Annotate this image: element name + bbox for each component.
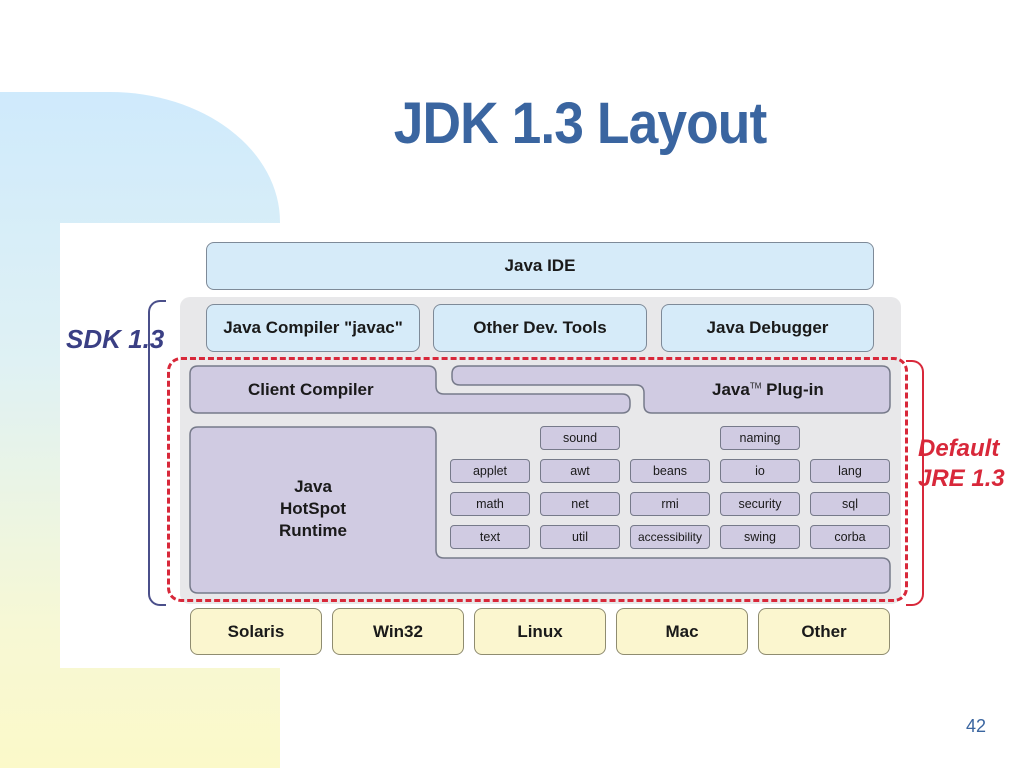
client-compiler-label: Client Compiler xyxy=(248,380,374,399)
jre-label: Default JRE 1.3 xyxy=(918,434,1005,494)
hotspot-line-3: Runtime xyxy=(279,521,347,540)
package-lang: lang xyxy=(810,459,890,483)
plugin-label: JavaTM Plug-in xyxy=(712,380,824,400)
package-net: net xyxy=(540,492,620,516)
package-applet: applet xyxy=(450,459,530,483)
trademark-mark: TM xyxy=(749,381,762,391)
hotspot-runtime-shape xyxy=(189,426,891,594)
hotspot-line-2: HotSpot xyxy=(279,499,347,518)
platform-solaris: Solaris xyxy=(190,608,322,655)
platform-mac: Mac xyxy=(616,608,748,655)
other-dev-tools-box: Other Dev. Tools xyxy=(433,304,647,352)
package-swing: swing xyxy=(720,525,800,549)
java-debugger-box: Java Debugger xyxy=(661,304,874,352)
java-ide-box: Java IDE xyxy=(206,242,874,290)
jre-boundary xyxy=(167,357,908,602)
sdk-bracket xyxy=(148,300,166,606)
hotspot-runtime-label: Java HotSpot Runtime xyxy=(240,476,386,542)
package-security: security xyxy=(720,492,800,516)
platform-win32: Win32 xyxy=(332,608,464,655)
sdk-label: SDK 1.3 xyxy=(66,324,165,354)
package-util: util xyxy=(540,525,620,549)
plugin-label-suffix: Plug-in xyxy=(761,380,824,399)
package-beans: beans xyxy=(630,459,710,483)
package-corba: corba xyxy=(810,525,890,549)
package-naming: naming xyxy=(720,426,800,450)
package-math: math xyxy=(450,492,530,516)
jre-label-line-2: JRE 1.3 xyxy=(918,465,1005,492)
package-sql: sql xyxy=(810,492,890,516)
page-number: 42 xyxy=(966,716,987,736)
hotspot-line-1: Java xyxy=(294,477,332,496)
jre-bracket xyxy=(906,360,924,606)
package-rmi: rmi xyxy=(630,492,710,516)
package-accessibility: accessibility xyxy=(630,525,710,549)
java-compiler-box: Java Compiler "javac" xyxy=(206,304,420,352)
package-awt: awt xyxy=(540,459,620,483)
plugin-label-java: Java xyxy=(712,380,750,399)
client-compiler-shape xyxy=(189,365,631,414)
platform-linux: Linux xyxy=(474,608,606,655)
jre-label-line-1: Default xyxy=(918,435,1000,462)
package-io: io xyxy=(720,459,800,483)
package-text: text xyxy=(450,525,530,549)
plugin-shape xyxy=(451,365,891,414)
platform-other: Other xyxy=(758,608,890,655)
slide-title: JDK 1.3 Layout xyxy=(393,91,768,156)
package-sound: sound xyxy=(540,426,620,450)
